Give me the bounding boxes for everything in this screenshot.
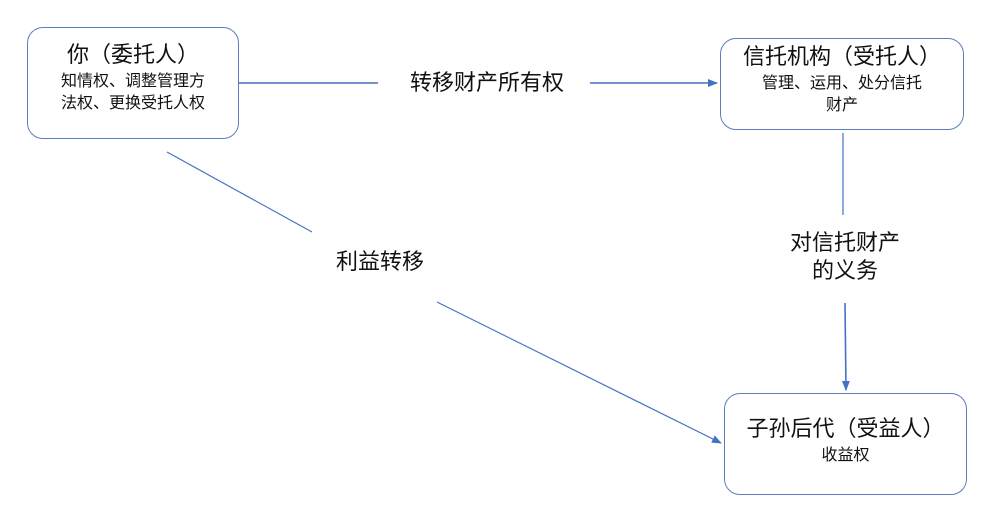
trustee-title: 信托机构（受托人）	[742, 45, 941, 70]
edge-label-trust-duty: 对信托财产 的义务	[770, 230, 920, 286]
beneficiary-node: 子孙后代（受益人） 收益权	[724, 393, 967, 495]
arrow-benefit-upper	[166, 151, 313, 233]
edge-label-trust-duty-line2: 的义务	[811, 259, 878, 284]
trustee-duty-line2: 财产	[825, 95, 858, 114]
arrow-duty-lower	[841, 302, 850, 391]
settlor-title: 你（委托人）	[66, 43, 199, 68]
arrow-benefit-lower	[436, 301, 722, 444]
settlor-rights-line1: 知情权、调整管理方	[60, 71, 205, 90]
edge-label-ownership-transfer: 转移财产所有权	[409, 71, 564, 96]
trustee-duty-line1: 管理、运用、处分信托	[761, 73, 922, 92]
settlor-node: 你（委托人） 知情权、调整管理方 法权、更换受托人权	[27, 27, 239, 139]
beneficiary-title: 子孙后代（受益人）	[746, 417, 945, 442]
edge-label-benefit-transfer: 利益转移	[335, 250, 424, 275]
trustee-node: 信托机构（受托人） 管理、运用、处分信托 财产	[720, 38, 964, 130]
edge-label-trust-duty-line1: 对信托财产	[789, 231, 900, 256]
settlor-rights-line2: 法权、更换受托人权	[60, 93, 205, 112]
beneficiary-rights: 收益权	[821, 445, 870, 464]
